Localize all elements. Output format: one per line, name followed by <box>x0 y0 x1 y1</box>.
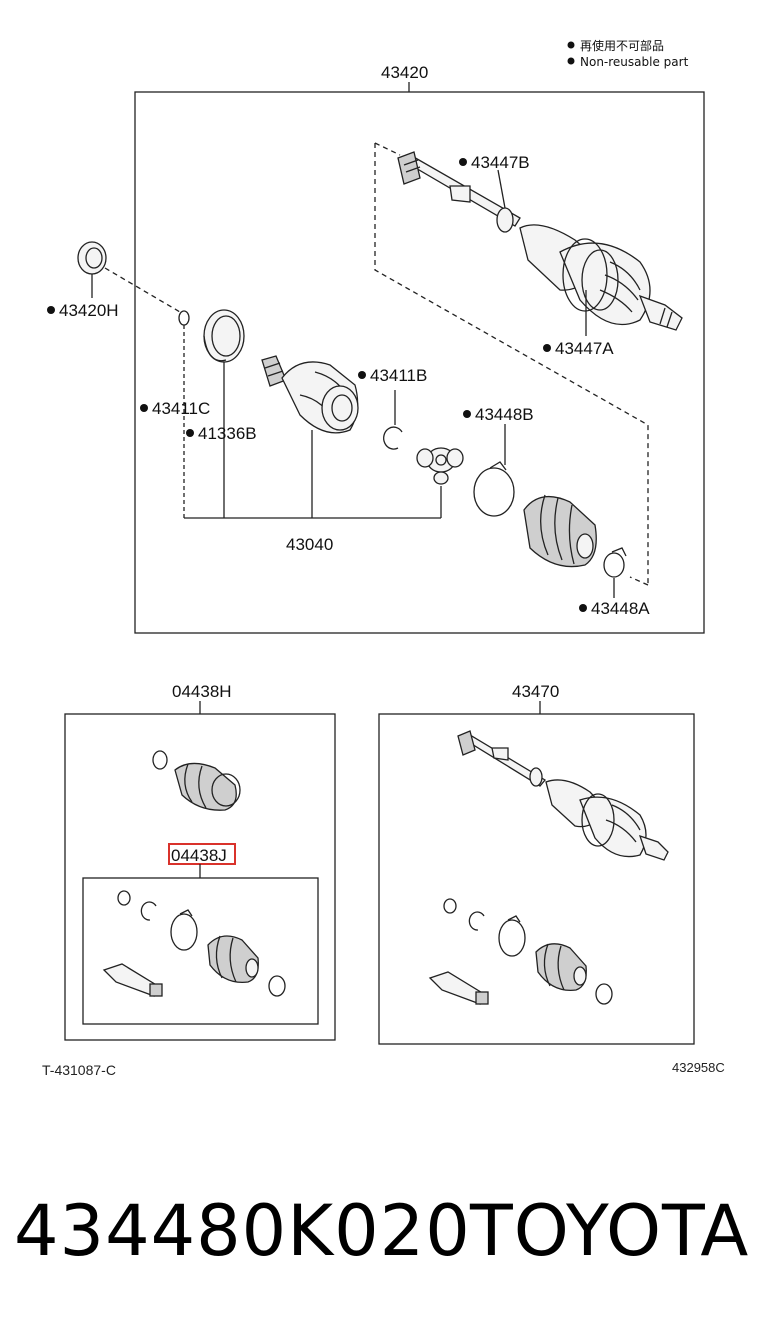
label-43040[interactable]: 43040 <box>286 535 333 554</box>
kit-box-frame <box>64 713 336 1041</box>
oil-seal-43420H[interactable] <box>77 241 107 275</box>
label-04438J[interactable]: 04438J <box>171 846 227 865</box>
assy-grease-tube-icon[interactable] <box>428 971 489 1005</box>
grease-tube-icon[interactable] <box>102 963 163 997</box>
boot-clamp-43448B[interactable] <box>473 467 515 517</box>
label-43448A[interactable]: 43448A <box>591 599 650 618</box>
part-number: 434480K020 <box>14 1190 471 1272</box>
drive-shaft-drawing[interactable] <box>397 151 683 331</box>
legend-bullet-icon <box>567 41 575 49</box>
label-43411B[interactable]: 43411B <box>370 366 427 385</box>
ref-code-right: 432958C <box>672 1060 725 1075</box>
kit-boot-drawing[interactable] <box>174 762 241 811</box>
assy-box-frame <box>378 713 695 1045</box>
assy-box-title[interactable]: 43470 <box>512 682 559 701</box>
legend-bullet-icon <box>567 57 575 65</box>
kit-inner-frame <box>82 877 319 1025</box>
boot-clamp-43448A[interactable] <box>603 552 625 578</box>
inboard-boot[interactable] <box>523 494 597 568</box>
kit-box-title[interactable]: 04438H <box>172 682 232 701</box>
label-43411C[interactable]: 43411C <box>152 399 210 418</box>
boot-kit-group: 04438H 04438J <box>64 682 336 1041</box>
label-43447B[interactable]: 43447B <box>471 153 530 172</box>
snap-ring-43411C[interactable] <box>178 310 190 326</box>
main-assembly-group: 43420 43447B 43447 <box>47 63 705 634</box>
legend-text-en: Non-reusable part <box>580 55 689 69</box>
shaft-assembly-group: 43470 <box>378 682 695 1045</box>
dust-deflector-41336B[interactable] <box>203 309 245 363</box>
inboard-joint-43040[interactable] <box>261 355 359 434</box>
label-43420H[interactable]: 43420H <box>59 301 119 320</box>
kit-inner-boot[interactable] <box>207 935 259 984</box>
assy-boot-drawing[interactable] <box>535 943 587 992</box>
label-43448B[interactable]: 43448B <box>475 405 534 424</box>
assy-shaft-drawing[interactable] <box>457 730 669 861</box>
snap-ring-43411B[interactable] <box>383 426 403 450</box>
tripod-joint[interactable] <box>416 447 464 485</box>
main-box-frame <box>134 91 705 634</box>
highlighted-part-04438J[interactable] <box>168 843 236 865</box>
label-43447A[interactable]: 43447A <box>555 339 614 358</box>
brand-name: TOYOTA <box>470 1190 750 1272</box>
legend-text-cn: 再使用不可部品 <box>580 38 664 53</box>
footer: 434480K020 TOYOTA <box>0 1190 760 1280</box>
legend: 再使用不可部品 Non-reusable part <box>567 38 689 69</box>
main-box-title[interactable]: 43420 <box>381 63 428 82</box>
parts-diagram: 再使用不可部品 Non-reusable part 43420 <box>42 38 725 1078</box>
label-41336B[interactable]: 41336B <box>198 424 257 443</box>
ref-code-left: T-431087-C <box>42 1062 116 1078</box>
